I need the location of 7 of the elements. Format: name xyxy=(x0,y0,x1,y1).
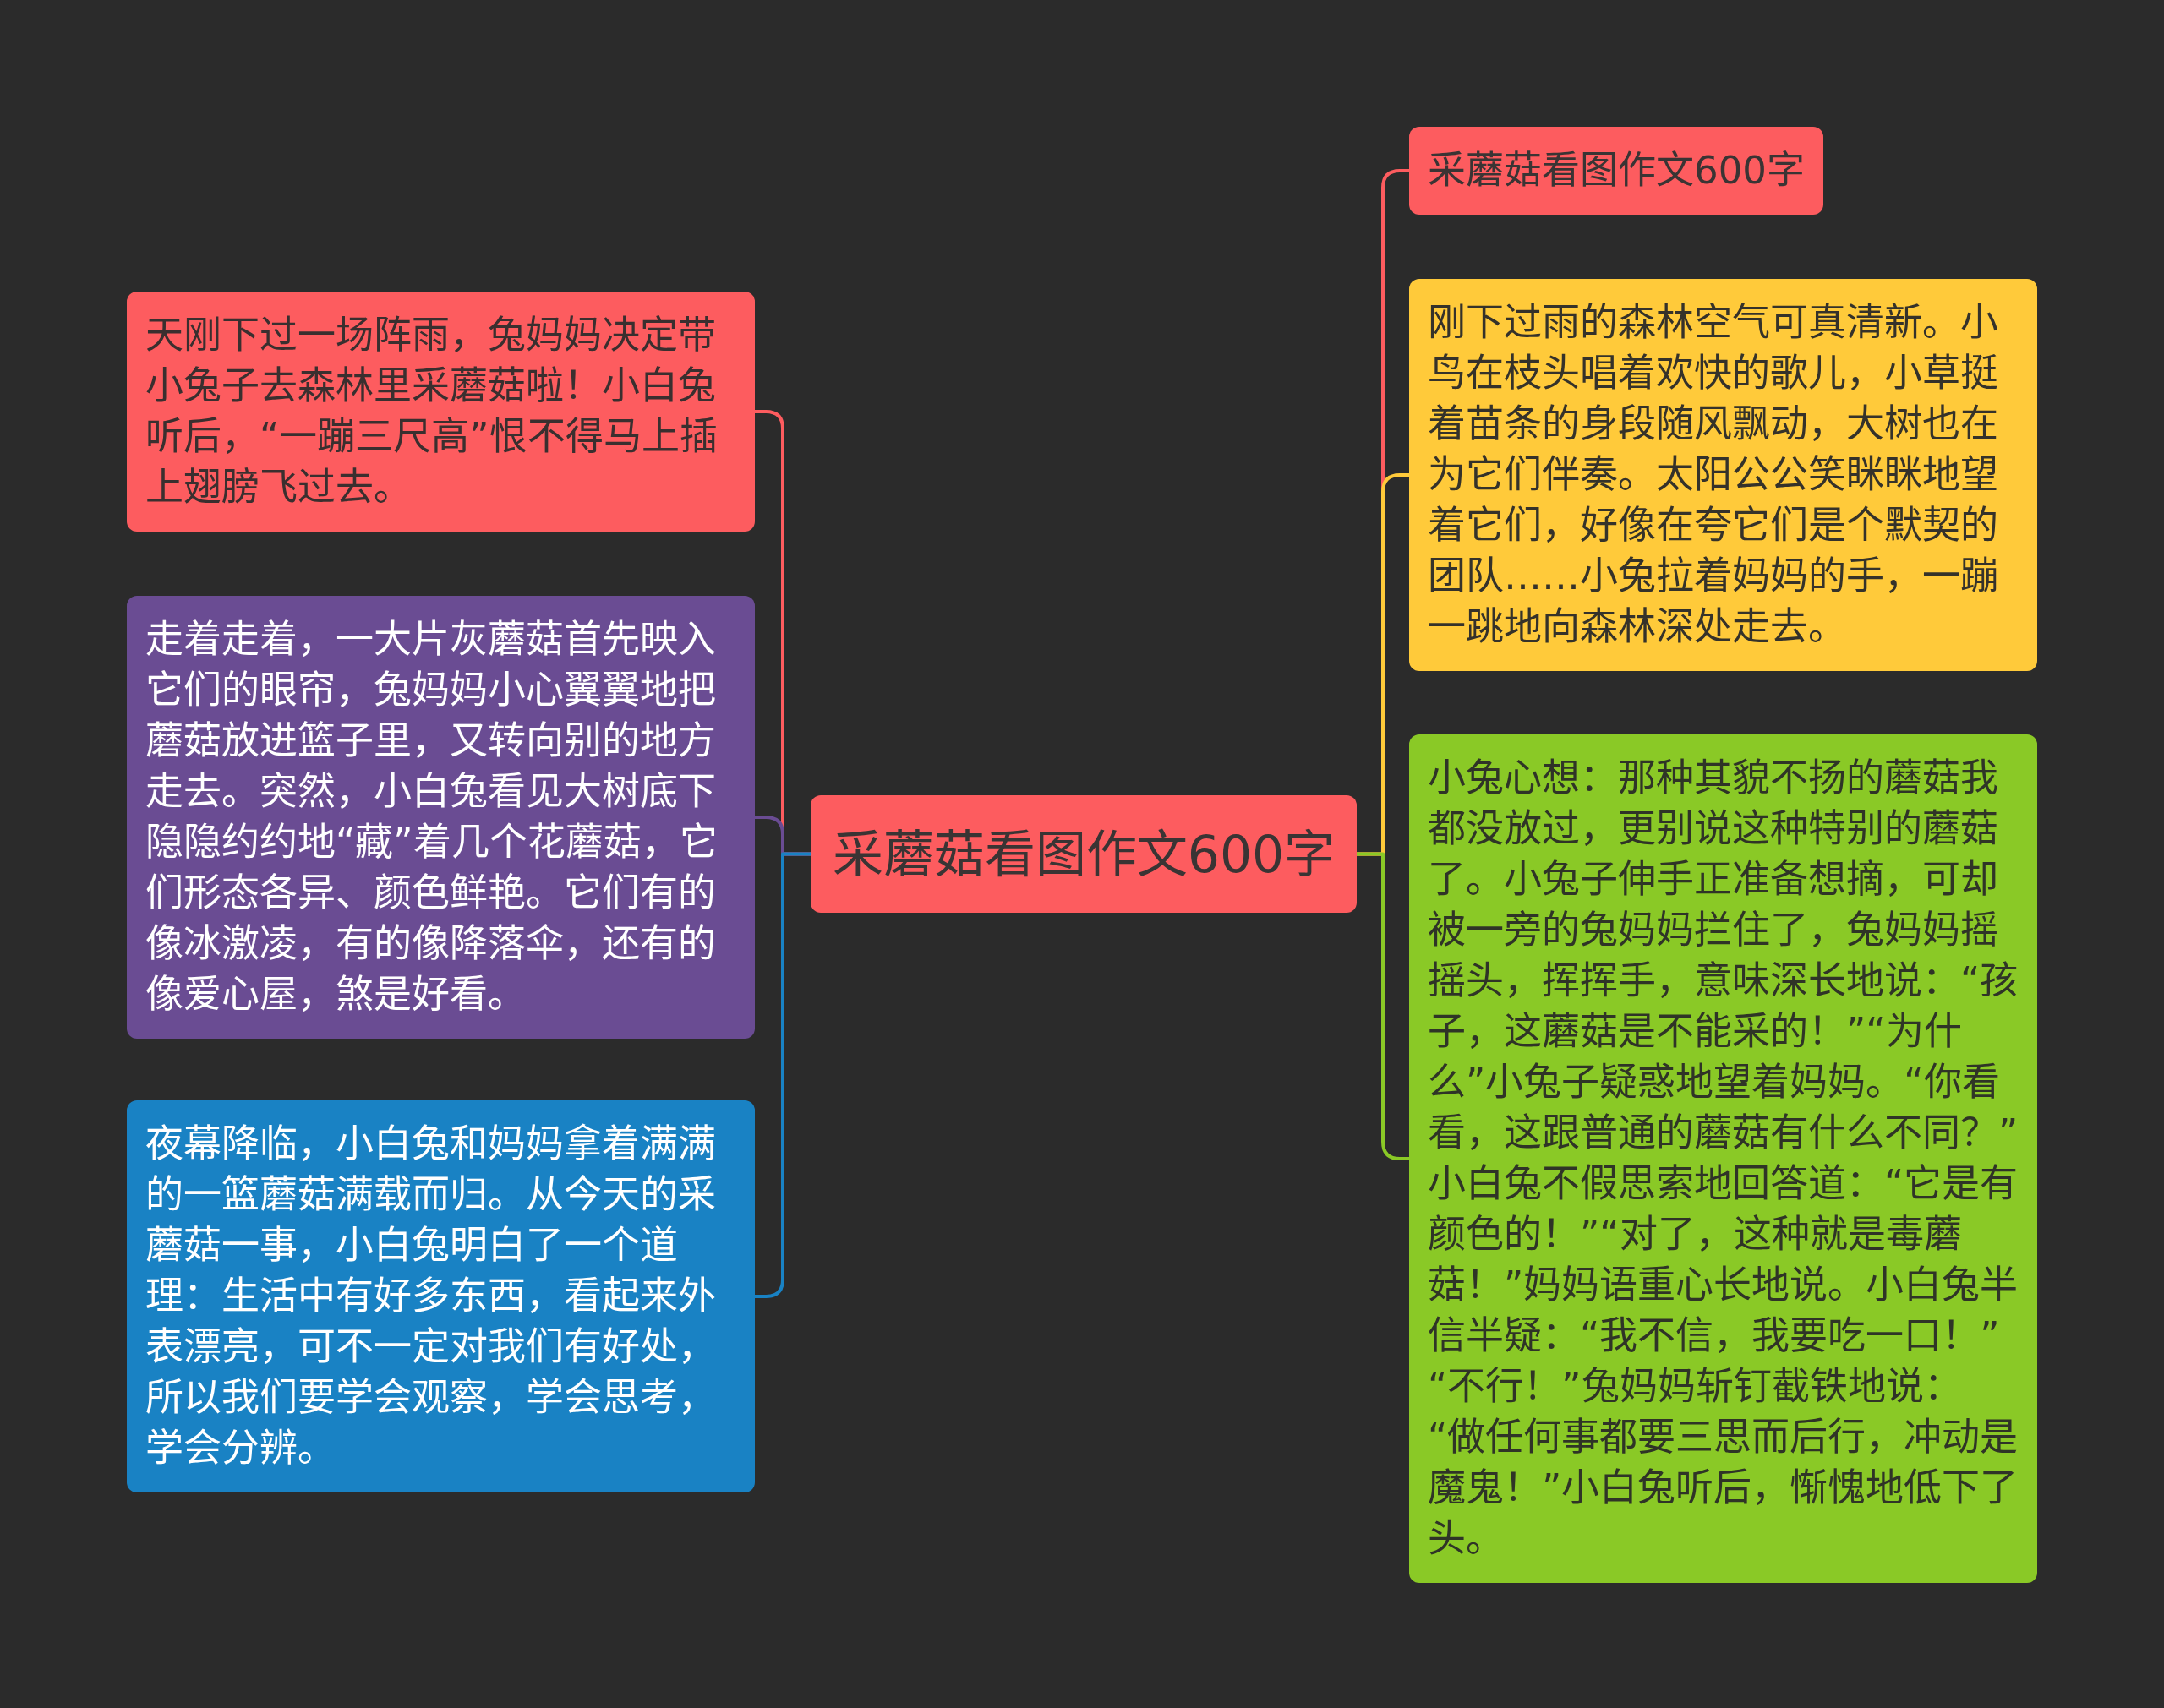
paragraph-box: 夜幕降临，小白兔和妈妈拿着满满的一篮蘑菇满载而归。从今天的采蘑菇一事，小白兔明白了一个道理：生活中有好多东西，看起来外表漂亮，可不一定对我们有好处，所以我们要学会观察，学会思考，学会分辨。 xyxy=(127,1100,755,1492)
paragraph-box: 走着走着，一大片灰蘑菇首先映入它们的眼帘，兔妈妈小心翼翼地把蘑菇放进篮子里，又转向别的地方走去。突然，小白兔看见大树底下隐隐约约地“藏”着几个花蘑菇，它们形态各异、颜色鲜艳。它们有的像冰激凌，有的像降落伞，还有的像爱心屋，煞是好看。 xyxy=(127,596,755,1039)
topic-box: 采蘑菇看图作文600字 xyxy=(1409,127,1823,215)
central-topic-box: 采蘑菇看图作文600字 xyxy=(811,795,1357,913)
paragraph-box: 刚下过雨的森林空气可真清新。小鸟在枝头唱着欢快的歌儿，小草挺着苗条的身段随风飘动，大树也在为它们伴奏。太阳公公笑眯眯地望着它们，好像在夸它们是个默契的团队……小兔拉着妈妈的手，一蹦一跳地向森林深处走去。 xyxy=(1409,279,2037,671)
paragraph-box: 天刚下过一场阵雨，兔妈妈决定带小兔子去森林里采蘑菇啦！小白兔听后，“一蹦三尺高”恨不得马上插上翅膀飞过去。 xyxy=(127,292,755,532)
paragraph-box: 小兔心想：那种其貌不扬的蘑菇我都没放过，更别说这种特别的蘑菇了。小兔子伸手正准备想摘，可却被一旁的兔妈妈拦住了，兔妈妈摇摇头，挥挥手，意味深长地说：“孩子，这蘑菇是不能采的！”“为什么”小兔子疑惑地望着妈妈。“你看看，这跟普通的蘑菇有什么不同？”小白兔不假思索地回答道：“它是有颜色的！”“对了，这种就是毒蘑菇！”妈妈语重心长地说。小白兔半信半疑：“我不信，我要吃一口！”“不行！”兔妈妈斩钉截铁地说：“做任何事都要三思而后行，冲动是魔鬼！”小白兔听后，惭愧地低下了头。 xyxy=(1409,734,2037,1583)
